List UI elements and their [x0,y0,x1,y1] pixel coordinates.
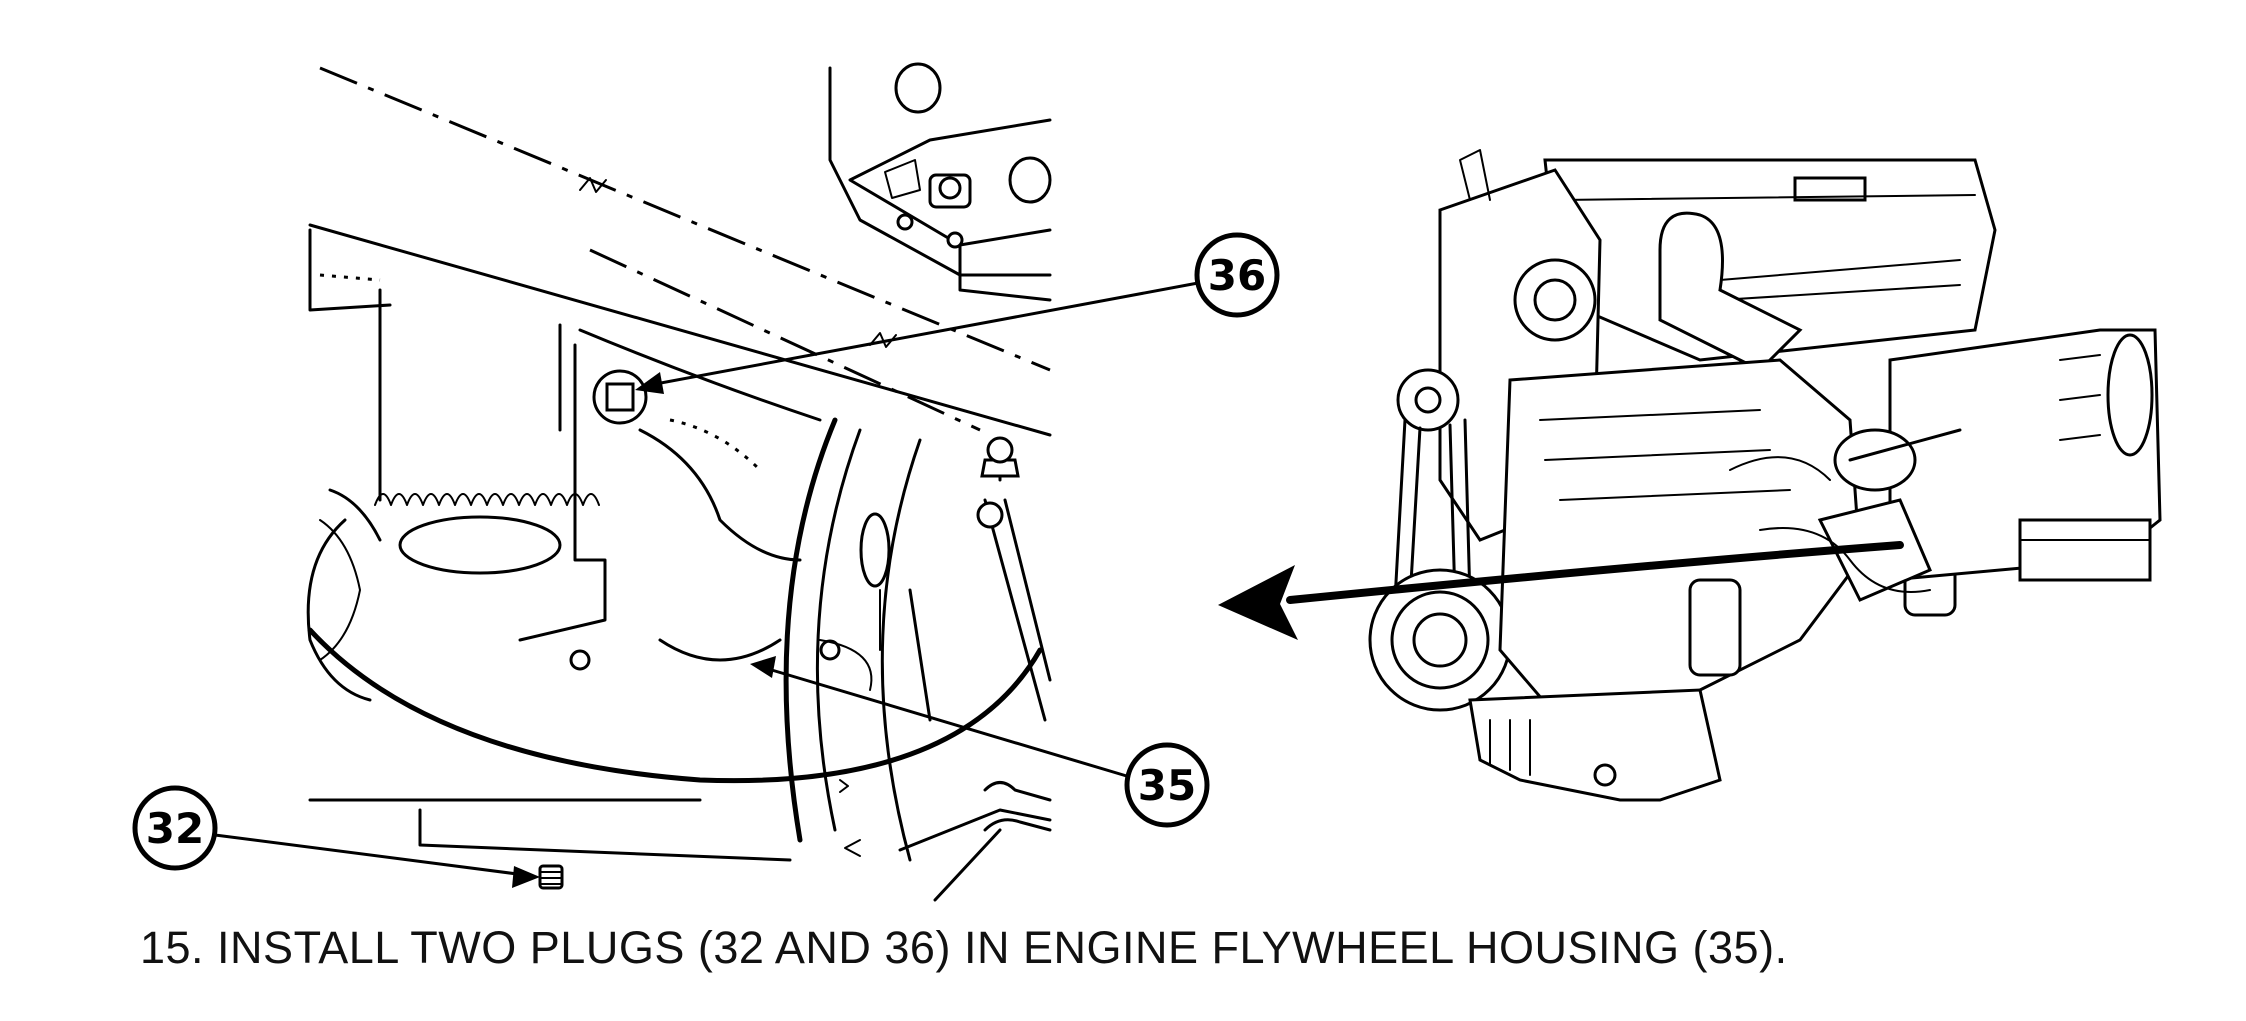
callout-36: 36 [635,232,1280,394]
upper-bracket [828,62,1052,302]
callout-32-label: 32 [146,804,204,853]
instruction-caption: 15. INSTALL TWO PLUGS (32 AND 36) IN ENG… [140,922,1788,973]
housing-body [306,223,1052,902]
callout-35-label: 35 [1138,761,1196,810]
view-direction-arrow [1218,541,1904,640]
callout-36-label: 36 [1208,251,1266,300]
engine-assembly-view [1368,149,2162,802]
plug-32 [538,864,564,890]
callout-32: 32 [132,785,564,890]
flywheel-housing-detail-view [306,62,1052,902]
callout-35: 35 [750,656,1210,828]
